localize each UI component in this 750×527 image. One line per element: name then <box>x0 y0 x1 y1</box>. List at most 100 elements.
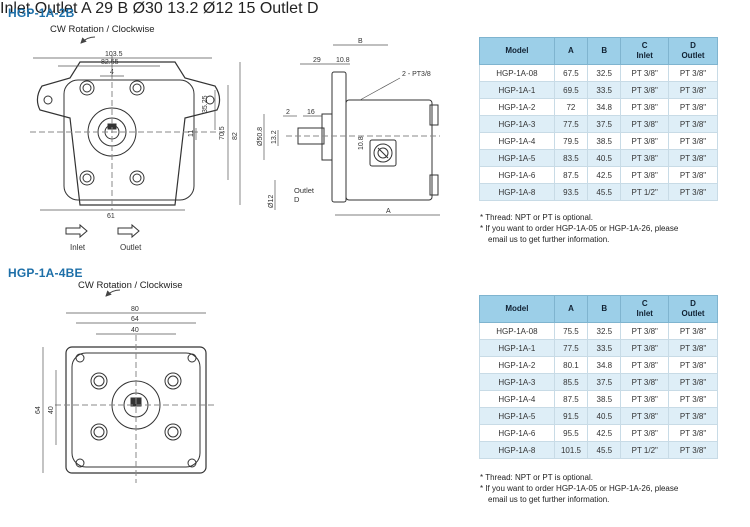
s1-side-view <box>263 44 440 216</box>
s1-dim-8255: 82.55 <box>101 59 119 66</box>
s1-side-108b: 10.8 <box>358 136 365 150</box>
s2-side-outlet-d: D <box>306 0 319 17</box>
s2-side-15: 15 <box>237 0 256 17</box>
col-model: Model <box>479 37 555 65</box>
table-cell: 80.1 <box>553 356 589 374</box>
table-cell: HGP-1A-6 <box>479 424 555 442</box>
table-cell: HGP-1A-6 <box>479 166 555 184</box>
table-cell: 87.5 <box>553 390 589 408</box>
table-cell: PT 3/8" <box>620 166 670 184</box>
table-cell: PT 3/8" <box>620 64 670 82</box>
table-cell: PT 3/8" <box>668 115 718 133</box>
table-cell: 33.5 <box>587 339 622 357</box>
s2-side-phi12: Ø12 <box>202 0 234 17</box>
table-cell: HGP-1A-1 <box>479 339 555 357</box>
table-cell: 42.5 <box>587 166 622 184</box>
table-cell: 37.5 <box>587 373 622 391</box>
table-cell: PT 3/8" <box>620 356 670 374</box>
table-cell: 95.5 <box>553 424 589 442</box>
section2-rotation: CW Rotation / Clockwise <box>78 280 183 291</box>
table-cell: PT 3/8" <box>668 98 718 116</box>
table-cell: PT 3/8" <box>668 407 718 425</box>
s2-side-29: 29 <box>95 0 113 17</box>
s1-dim-61: 61 <box>107 213 115 220</box>
table-cell: PT 3/8" <box>620 390 670 408</box>
s2-dim-64: 64 <box>131 316 139 323</box>
table-cell: 45.5 <box>587 441 622 459</box>
s1-side-pt: 2 - PT3/8 <box>402 71 431 78</box>
s1-side-b: B <box>358 38 363 45</box>
table-cell: PT 3/8" <box>668 64 718 82</box>
s1-outlet-label: Outlet <box>120 243 142 252</box>
section1-title: HGP-1A-2B <box>8 6 75 20</box>
table-cell: 83.5 <box>553 149 589 167</box>
table-cell: 37.5 <box>587 115 622 133</box>
table-cell: 77.5 <box>553 115 589 133</box>
s2-dim-80: 80 <box>131 306 139 313</box>
s2-side-shaft: Ø30 <box>132 0 163 17</box>
s1-front-view <box>30 36 241 211</box>
s2-side-132: 13.2 <box>167 0 199 17</box>
s1-dim-1035: 103.5 <box>105 51 123 58</box>
table-cell: HGP-1A-08 <box>479 64 555 82</box>
table-cell: 32.5 <box>587 64 622 82</box>
s1-dim-11: 11 <box>188 130 195 137</box>
table-cell: 91.5 <box>553 407 589 425</box>
table-cell: PT 3/8" <box>668 390 718 408</box>
table-cell: PT 3/8" <box>620 407 670 425</box>
table-cell: 38.5 <box>587 390 622 408</box>
s1-side-outlet: Outlet <box>294 186 315 195</box>
col-a: A <box>553 37 589 65</box>
table-cell: PT 3/8" <box>668 149 718 167</box>
s2-front-view <box>42 289 215 483</box>
col-b: B <box>587 295 622 323</box>
table-cell: 40.5 <box>587 407 622 425</box>
s1-flow-arrows <box>65 223 140 239</box>
s2-side-a: A <box>80 0 91 17</box>
table-cell: HGP-1A-8 <box>479 183 555 201</box>
table-cell: PT 3/8" <box>668 322 718 340</box>
table-cell: HGP-1A-2 <box>479 98 555 116</box>
table-cell: PT 1/2" <box>620 441 670 459</box>
table-cell: PT 3/8" <box>668 339 718 357</box>
table-cell: 38.5 <box>587 132 622 150</box>
section1-rotation: CW Rotation / Clockwise <box>50 24 155 35</box>
table-cell: PT 3/8" <box>668 373 718 391</box>
col-a: A <box>553 295 589 323</box>
s2-notes: * Thread: NPT or PT is optional. * If yo… <box>480 473 679 504</box>
table-cell: 75.5 <box>553 322 589 340</box>
table-cell: PT 1/2" <box>620 183 670 201</box>
s1-side-29: 29 <box>313 57 321 64</box>
s1-dim-4: 4 <box>110 69 114 76</box>
table-cell: 34.8 <box>587 98 622 116</box>
table-cell: PT 3/8" <box>620 339 670 357</box>
table-cell: 34.8 <box>587 356 622 374</box>
table-cell: 40.5 <box>587 149 622 167</box>
col-b: B <box>587 37 622 65</box>
s2-inlet-label: Inlet <box>0 0 31 17</box>
table-cell: HGP-1A-4 <box>479 132 555 150</box>
table-cell: 87.5 <box>553 166 589 184</box>
table-cell: PT 3/8" <box>668 441 718 459</box>
table-cell: HGP-1A-08 <box>479 322 555 340</box>
col-model: Model <box>479 295 555 323</box>
section2-title: HGP-1A-4BE <box>8 266 83 280</box>
s1-side-a: A <box>386 208 391 215</box>
s2-side-b: B <box>117 0 129 17</box>
s1-side-108: 10.8 <box>336 57 350 64</box>
table-cell: 93.5 <box>553 183 589 201</box>
s1-side-outlet-d: D <box>294 195 300 204</box>
